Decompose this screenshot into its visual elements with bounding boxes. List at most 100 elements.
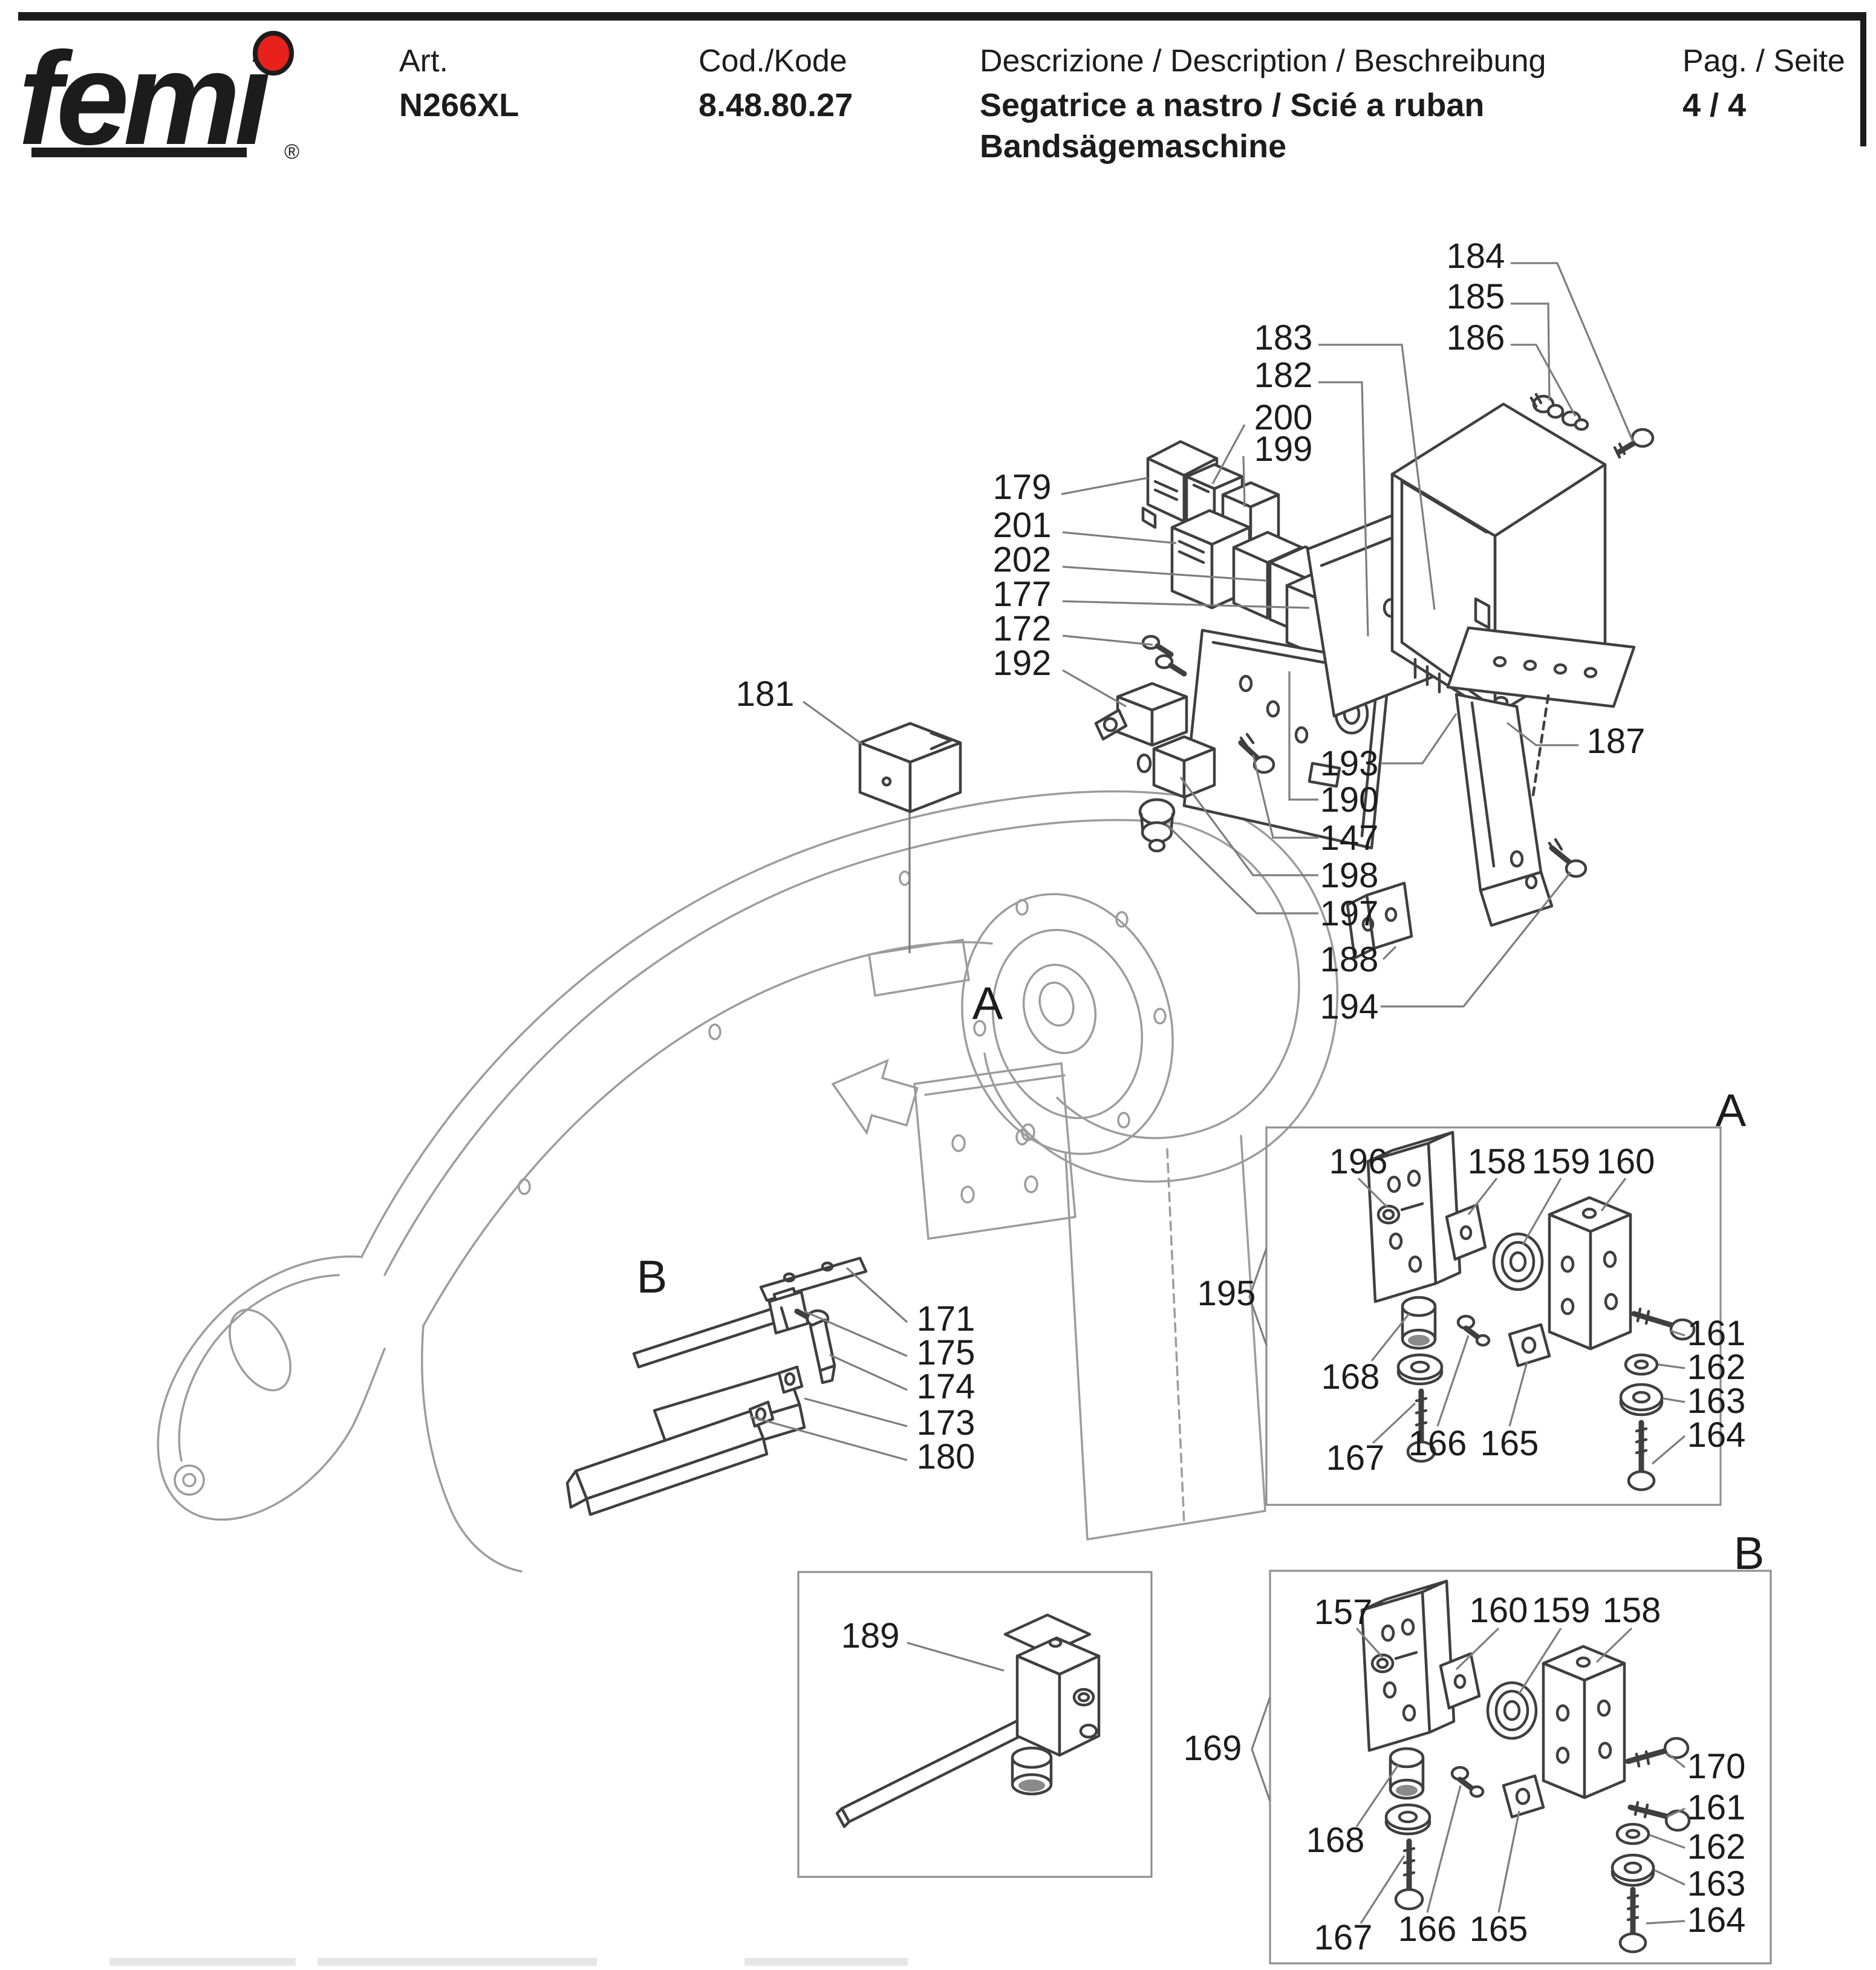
callout-164-b: 164 bbox=[1687, 1900, 1746, 1940]
blade-wheel-flange bbox=[961, 893, 1174, 1155]
bar-assembly-189 bbox=[835, 1613, 1101, 1828]
spacer-168-a bbox=[1401, 1296, 1437, 1350]
page-value: 4 / 4 bbox=[1682, 87, 1746, 123]
callout-183: 183 bbox=[1254, 318, 1313, 357]
bushing-159-b bbox=[1486, 1681, 1538, 1740]
callout-181: 181 bbox=[736, 674, 795, 714]
callout-161-a: 161 bbox=[1687, 1314, 1746, 1353]
callout-165-a: 165 bbox=[1480, 1424, 1539, 1463]
code-value: 8.48.80.27 bbox=[699, 87, 853, 123]
callout-158-b: 158 bbox=[1603, 1591, 1661, 1630]
washer-168-lower-b bbox=[1384, 1803, 1431, 1836]
pad-165-b bbox=[1502, 1774, 1545, 1819]
callout-188: 188 bbox=[1320, 940, 1379, 979]
callout-160-b: 160 bbox=[1470, 1591, 1528, 1630]
callout-162-b: 162 bbox=[1687, 1827, 1746, 1867]
screw-167-a bbox=[1406, 1388, 1436, 1463]
callout-189: 189 bbox=[841, 1616, 900, 1655]
callout-162-a: 162 bbox=[1687, 1348, 1746, 1387]
callout-165-b: 165 bbox=[1470, 1910, 1528, 1949]
callout-177: 177 bbox=[993, 575, 1052, 614]
callout-157: 157 bbox=[1314, 1593, 1373, 1632]
saw-body bbox=[157, 790, 1338, 1573]
detail-box-b bbox=[1251, 1570, 1772, 1965]
callout-169: 169 bbox=[1184, 1729, 1242, 1768]
callout-180: 180 bbox=[917, 1437, 975, 1476]
callout-190: 190 bbox=[1320, 780, 1379, 820]
screw-161-b bbox=[1627, 1801, 1691, 1832]
callout-159-a: 159 bbox=[1532, 1142, 1591, 1181]
callout-172: 172 bbox=[993, 609, 1052, 648]
limit-switch-192 bbox=[1094, 682, 1188, 747]
screw-170 bbox=[1625, 1737, 1690, 1768]
pad-165-a bbox=[1508, 1323, 1551, 1368]
screw-194 bbox=[1548, 838, 1588, 878]
leader-lines bbox=[749, 262, 1686, 1925]
button-197 bbox=[1138, 798, 1176, 853]
callout-179: 179 bbox=[993, 468, 1052, 507]
screw-164-a bbox=[1627, 1420, 1656, 1492]
callout-200: 200 bbox=[1254, 398, 1313, 437]
clip-pad-b bbox=[1439, 1652, 1481, 1710]
description-line1: Segatrice a nastro / Scié a ruban bbox=[980, 87, 1484, 123]
callout-199: 199 bbox=[1254, 429, 1313, 469]
femi-logo: femi ® bbox=[18, 25, 299, 172]
callout-160-a: 160 bbox=[1597, 1142, 1655, 1181]
washer-168-lower-a bbox=[1396, 1353, 1444, 1386]
detail-box-a-label: A bbox=[1716, 1085, 1747, 1137]
machine-region-b-label: B bbox=[637, 1251, 668, 1303]
washer-163-b bbox=[1611, 1853, 1655, 1887]
callout-198: 198 bbox=[1320, 856, 1379, 895]
support-bracket-193 bbox=[1454, 693, 1554, 927]
callout-168-a: 168 bbox=[1321, 1357, 1380, 1397]
callout-170: 170 bbox=[1687, 1747, 1746, 1786]
callout-166-b: 166 bbox=[1398, 1910, 1457, 1949]
pin-166-a bbox=[1456, 1314, 1491, 1347]
callout-184: 184 bbox=[1447, 236, 1505, 276]
callout-174: 174 bbox=[917, 1367, 975, 1406]
screw-161-a bbox=[1631, 1307, 1696, 1341]
callout-163-b: 163 bbox=[1687, 1864, 1746, 1903]
callout-175: 175 bbox=[917, 1333, 975, 1372]
callout-168-b: 168 bbox=[1306, 1821, 1365, 1860]
bushing-159-a bbox=[1492, 1232, 1544, 1291]
screws-172 bbox=[1141, 634, 1187, 677]
blade-guide-strips bbox=[565, 1256, 868, 1516]
washer-163-a bbox=[1619, 1383, 1664, 1417]
pin-166-b bbox=[1450, 1766, 1485, 1798]
callout-173: 173 bbox=[917, 1403, 975, 1443]
spacer-168-b bbox=[1389, 1747, 1425, 1800]
callout-163-a: 163 bbox=[1687, 1381, 1746, 1421]
angle-bracket-188 bbox=[1346, 881, 1413, 960]
detail-box-189 bbox=[797, 1571, 1153, 1878]
washer-162-b bbox=[1615, 1822, 1650, 1845]
micro-switch-198 bbox=[1136, 735, 1216, 799]
art-value: N266XL bbox=[399, 87, 519, 123]
callout-159-b: 159 bbox=[1532, 1591, 1591, 1630]
callout-192: 192 bbox=[993, 644, 1052, 683]
callout-166-a: 166 bbox=[1409, 1424, 1467, 1463]
callout-202: 202 bbox=[993, 540, 1052, 579]
detail-box-a bbox=[1248, 1126, 1722, 1506]
header-rules bbox=[18, 12, 1866, 146]
switch-block-181 bbox=[858, 722, 962, 953]
nut-196 bbox=[1376, 1204, 1401, 1225]
guide-block-right-a bbox=[1548, 1196, 1632, 1351]
callout-195: 195 bbox=[1197, 1274, 1256, 1313]
callout-167-a: 167 bbox=[1326, 1438, 1385, 1478]
callout-196: 196 bbox=[1329, 1142, 1388, 1181]
callout-167-b: 167 bbox=[1314, 1918, 1373, 1957]
callout-187: 187 bbox=[1587, 722, 1646, 761]
bolt-184 bbox=[1613, 428, 1655, 459]
code-label: Cod./Kode bbox=[699, 44, 847, 79]
callout-171: 171 bbox=[917, 1299, 975, 1339]
description-label: Descrizione / Description / Beschreibung bbox=[980, 44, 1546, 79]
footer-faint-print bbox=[109, 1958, 908, 1966]
callout-197: 197 bbox=[1320, 894, 1379, 933]
description-line2: Bandsägemaschine bbox=[980, 128, 1286, 165]
logo-registered-mark: ® bbox=[284, 140, 299, 163]
callout-158-a: 158 bbox=[1468, 1142, 1526, 1181]
callout-185: 185 bbox=[1447, 277, 1505, 316]
callout-161-b: 161 bbox=[1687, 1788, 1746, 1827]
